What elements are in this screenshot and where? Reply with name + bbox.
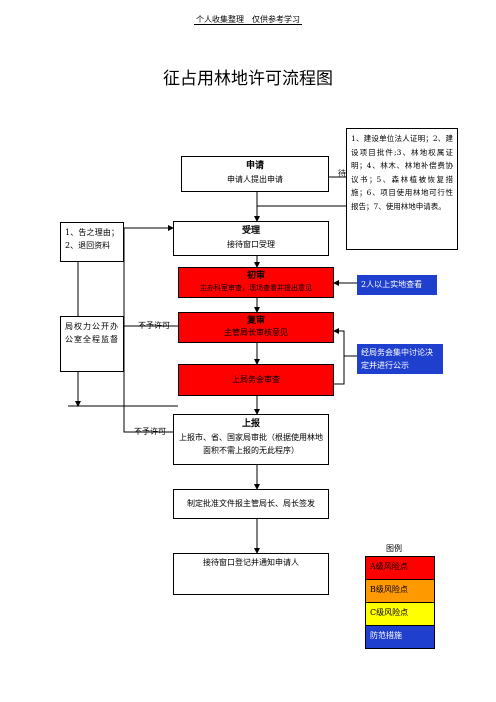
page-title: 征占用林地许可流程图 <box>163 69 333 89</box>
legend-c: C级风险点 <box>365 603 435 626</box>
step-review: 复审 主管局长审核意见 <box>178 312 334 343</box>
legend-prevent: 防范措施 <box>365 626 435 649</box>
step-report: 上报 上报市、省、国家局审批（根据使用林地面积不需上报的无此程序） <box>173 414 329 465</box>
step-first-review-title: 初审 <box>246 271 265 281</box>
step-report-sub: 上报市、省、国家局审批（根据使用林地面积不需上报的无此程序） <box>179 433 323 455</box>
step-decision-sub: 上局务会审查 <box>232 375 280 384</box>
note-requirements: 1、建设单位法人证明；2、建设项目批件;3、林地权属证明；4、林木、林地补偿费协… <box>346 128 458 250</box>
step-review-title: 复审 <box>246 316 265 326</box>
line-reject1 <box>123 228 178 327</box>
legend: A级风险点 B级风险点 C级风险点 防范措施 <box>365 556 435 649</box>
step-accept-sub: 接待窗口受理 <box>227 240 275 249</box>
line-reject2 <box>123 326 173 433</box>
step-first-review-sub: 主办科室审查，现场查看并提出意见 <box>200 284 312 292</box>
label-reject1: 不予许可 <box>138 321 170 330</box>
legend-a: A级风险点 <box>365 556 435 580</box>
step-accept: 受理 接待窗口受理 <box>173 221 329 256</box>
page-header: 个人收集整理 仅供参考学习 <box>0 14 496 25</box>
label-wait: 待 <box>338 169 346 178</box>
step-report-title: 上报 <box>241 419 260 429</box>
bracket-meeting <box>334 330 345 385</box>
note-meeting: 经局务会集中讨论决定并进行公示 <box>357 344 443 374</box>
label-reject2: 不予许可 <box>134 427 166 436</box>
step-review-sub: 主管局长审核意见 <box>224 328 288 337</box>
step-apply: 申请 申请人提出申请 <box>181 156 329 192</box>
step-notify-sub: 接待窗口登记并通知申请人 <box>203 558 299 567</box>
step-decision: 上局务会审查 <box>178 364 334 396</box>
step-apply-sub: 申请人提出申请 <box>227 175 283 184</box>
note-left-supervise: 局权力公开办公室全程监督 <box>60 316 124 372</box>
step-draft-sub: 制定批准文件报主管局长、局长签发 <box>187 499 315 508</box>
header-text: 个人收集整理 仅供参考学习 <box>194 15 302 25</box>
step-accept-title: 受理 <box>241 226 260 236</box>
step-apply-title: 申请 <box>245 161 264 171</box>
step-draft: 制定批准文件报主管局长、局长签发 <box>173 489 329 519</box>
note-site-check: 2人以上实地查看 <box>357 275 437 295</box>
step-notify: 接待窗口登记并通知申请人 <box>173 553 329 595</box>
note-left-notice: 1、告之理由；2、退回资料 <box>60 222 124 262</box>
legend-title: 图例 <box>386 544 402 553</box>
legend-b: B级风险点 <box>365 580 435 603</box>
step-first-review: 初审 主办科室审查，现场查看并提出意见 <box>178 267 334 298</box>
